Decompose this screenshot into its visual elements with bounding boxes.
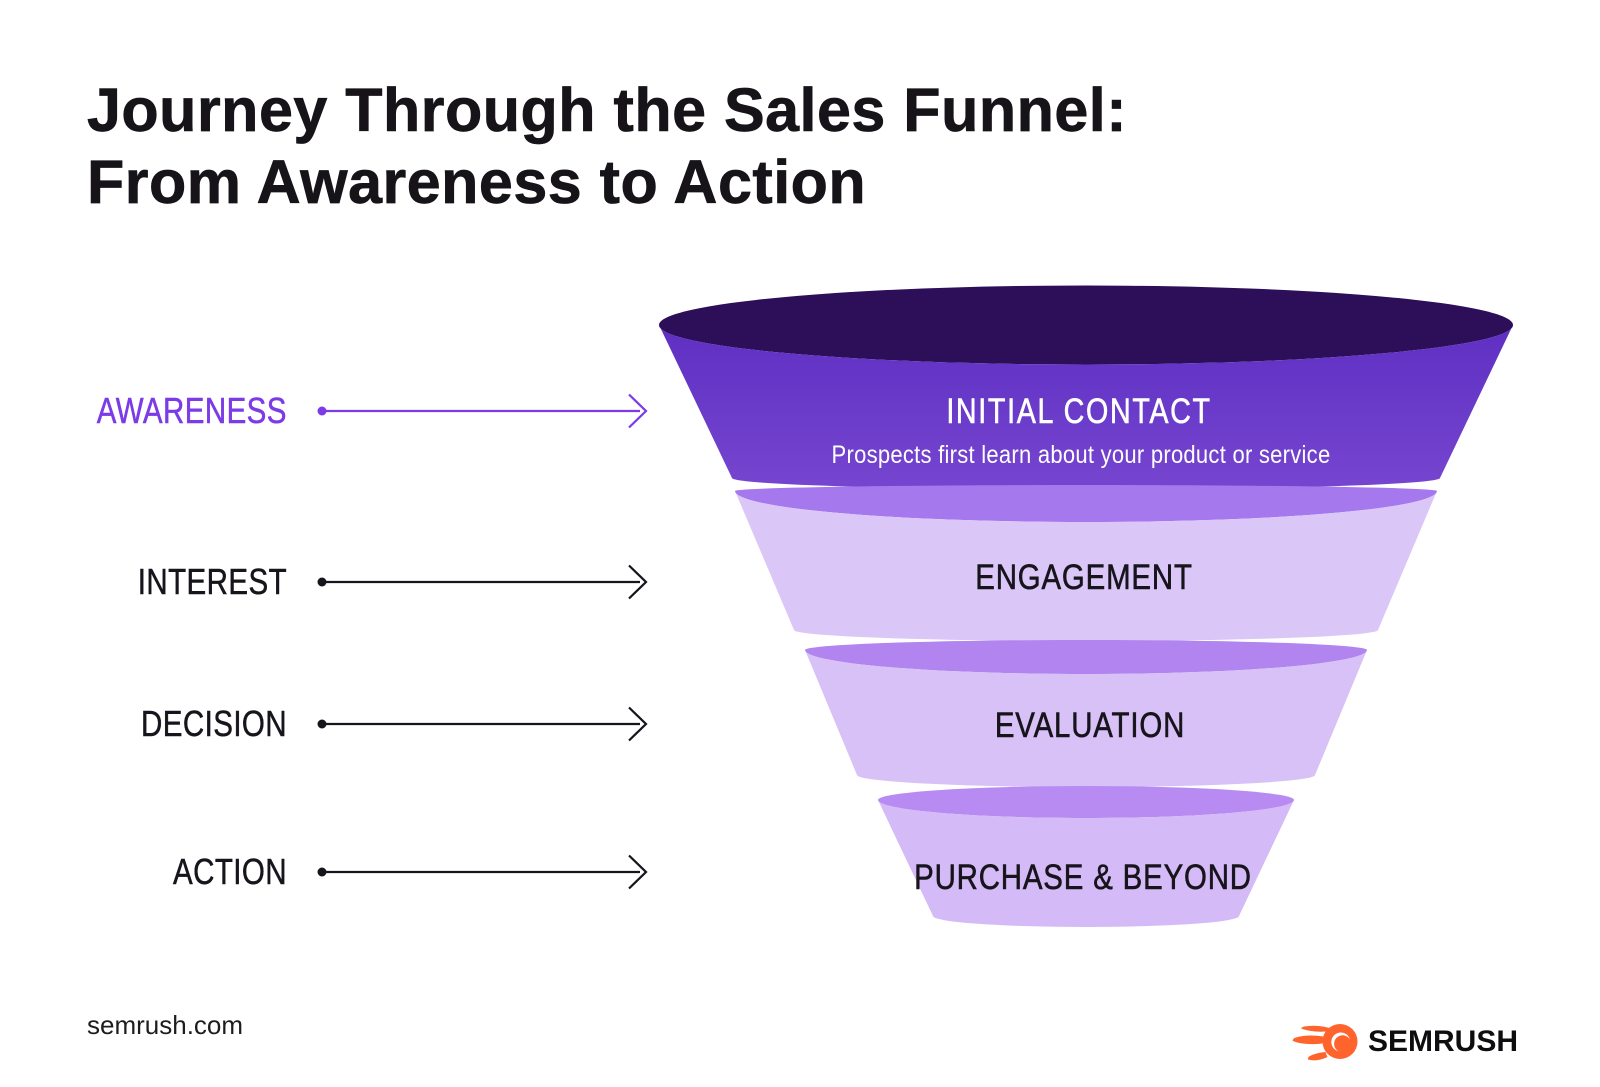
- stage-row-interest: INTEREST: [0, 561, 660, 603]
- funnel-segment-4: [878, 800, 1294, 927]
- semrush-brand-text: SEMRUSH: [1368, 1025, 1519, 1058]
- funnel-label-evaluation: EVALUATION: [977, 706, 1204, 745]
- stage-row-awareness: AWARENESS: [0, 390, 660, 432]
- stage-row-action: ACTION: [0, 851, 660, 893]
- stage-label-interest-text: INTEREST: [137, 561, 287, 603]
- website-url: semrush.com: [87, 1010, 244, 1040]
- stage-label-interest: INTEREST: [0, 561, 287, 603]
- stage-row-decision: DECISION: [0, 703, 660, 745]
- funnel-segment-1: [659, 325, 1513, 490]
- arrow-action: [317, 854, 648, 890]
- funnel-sublabel-initial-contact-text: Prospects first learn about your product…: [831, 441, 1331, 469]
- stage-label-decision-text: DECISION: [141, 703, 287, 745]
- page-title: Journey Through the Sales Funnel: From A…: [87, 74, 1127, 218]
- funnel-sublabel-initial-contact: Prospects first learn about your product…: [798, 443, 1365, 468]
- funnel-label-purchase: PURCHASE & BEYOND: [882, 858, 1284, 897]
- semrush-logo: SEMRUSH: [1292, 1020, 1518, 1064]
- funnel-label-purchase-text: PURCHASE & BEYOND: [914, 858, 1252, 897]
- semrush-flame-icon: [1292, 1024, 1358, 1061]
- title-line-2: From Awareness to Action: [87, 148, 867, 217]
- arrow-awareness: [317, 393, 648, 429]
- funnel-label-initial-contact-text: INITIAL CONTACT: [946, 392, 1212, 431]
- funnel-label-engagement: ENGAGEMENT: [955, 558, 1214, 597]
- arrow-interest: [317, 564, 648, 600]
- funnel-segment-3: [805, 650, 1367, 787]
- funnel-lip-4: [878, 786, 1294, 818]
- stage-label-awareness: AWARENESS: [0, 390, 287, 432]
- arrow-decision: [317, 706, 648, 742]
- funnel-lip-3: [805, 640, 1367, 674]
- stage-label-awareness-text: AWARENESS: [96, 390, 287, 432]
- funnel-segment-2: [735, 491, 1437, 641]
- funnel-label-engagement-text: ENGAGEMENT: [975, 558, 1193, 597]
- stage-label-action-text: ACTION: [173, 851, 287, 893]
- funnel-top-ellipse: [659, 285, 1513, 365]
- title-line-1: Journey Through the Sales Funnel:: [87, 76, 1128, 145]
- stage-label-action: ACTION: [0, 851, 287, 893]
- funnel-label-initial-contact: INITIAL CONTACT: [917, 392, 1241, 431]
- funnel-label-evaluation-text: EVALUATION: [994, 706, 1186, 745]
- stage-label-decision: DECISION: [0, 703, 287, 745]
- funnel-lip-2: [735, 485, 1437, 522]
